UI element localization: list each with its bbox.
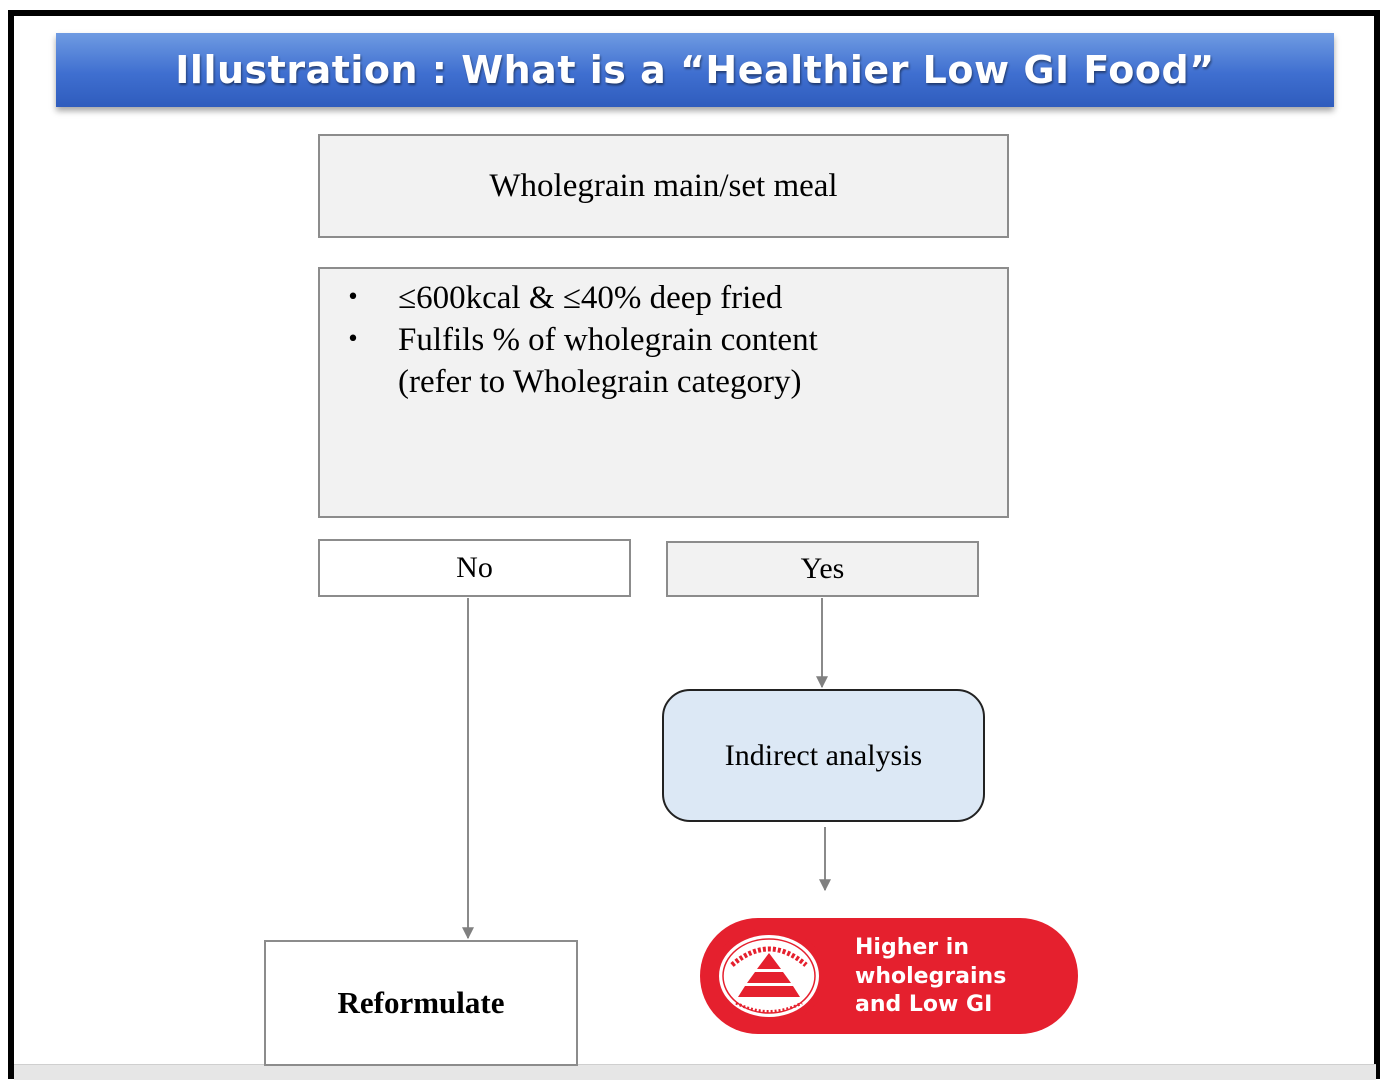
criteria-list: • ≤600kcal & ≤40% deep fried • Fulfils %…: [338, 277, 997, 361]
indirect-analysis-label: Indirect analysis: [724, 738, 923, 772]
criteria-box: • ≤600kcal & ≤40% deep fried • Fulfils %…: [318, 267, 1009, 518]
criteria-item-calories-text: ≤600kcal & ≤40% deep fried: [398, 280, 783, 316]
bullet-icon: •: [346, 285, 360, 310]
wholegrain-meal-box: Wholegrain main/set meal: [318, 134, 1009, 238]
reformulate-box: Reformulate: [264, 940, 578, 1066]
no-label: No: [456, 551, 493, 584]
criteria-item-wholegrain-text: Fulfils % of wholegrain content: [398, 322, 818, 358]
wholegrain-meal-label: Wholegrain main/set meal: [489, 167, 838, 204]
logo-text: Higher in wholegrains and Low GI: [855, 935, 1007, 1017]
yes-box: Yes: [666, 541, 979, 597]
page-title: Illustration : What is a “Healthier Low …: [175, 48, 1215, 92]
criteria-continuation: (refer to Wholegrain category): [398, 364, 802, 400]
bullet-icon: •: [346, 327, 360, 352]
title-banner: Illustration : What is a “Healthier Low …: [56, 33, 1334, 107]
no-box: No: [318, 539, 631, 597]
criteria-item-calories: • ≤600kcal & ≤40% deep fried: [338, 277, 997, 319]
reformulate-label: Reformulate: [337, 985, 505, 1020]
slide-bottom-strip: [14, 1064, 1376, 1080]
yes-label: Yes: [800, 552, 845, 585]
healthier-choice-seal-icon: [711, 928, 827, 1024]
indirect-analysis-box: Indirect analysis: [662, 689, 985, 822]
criteria-item-wholegrain: • Fulfils % of wholegrain content: [338, 319, 997, 361]
